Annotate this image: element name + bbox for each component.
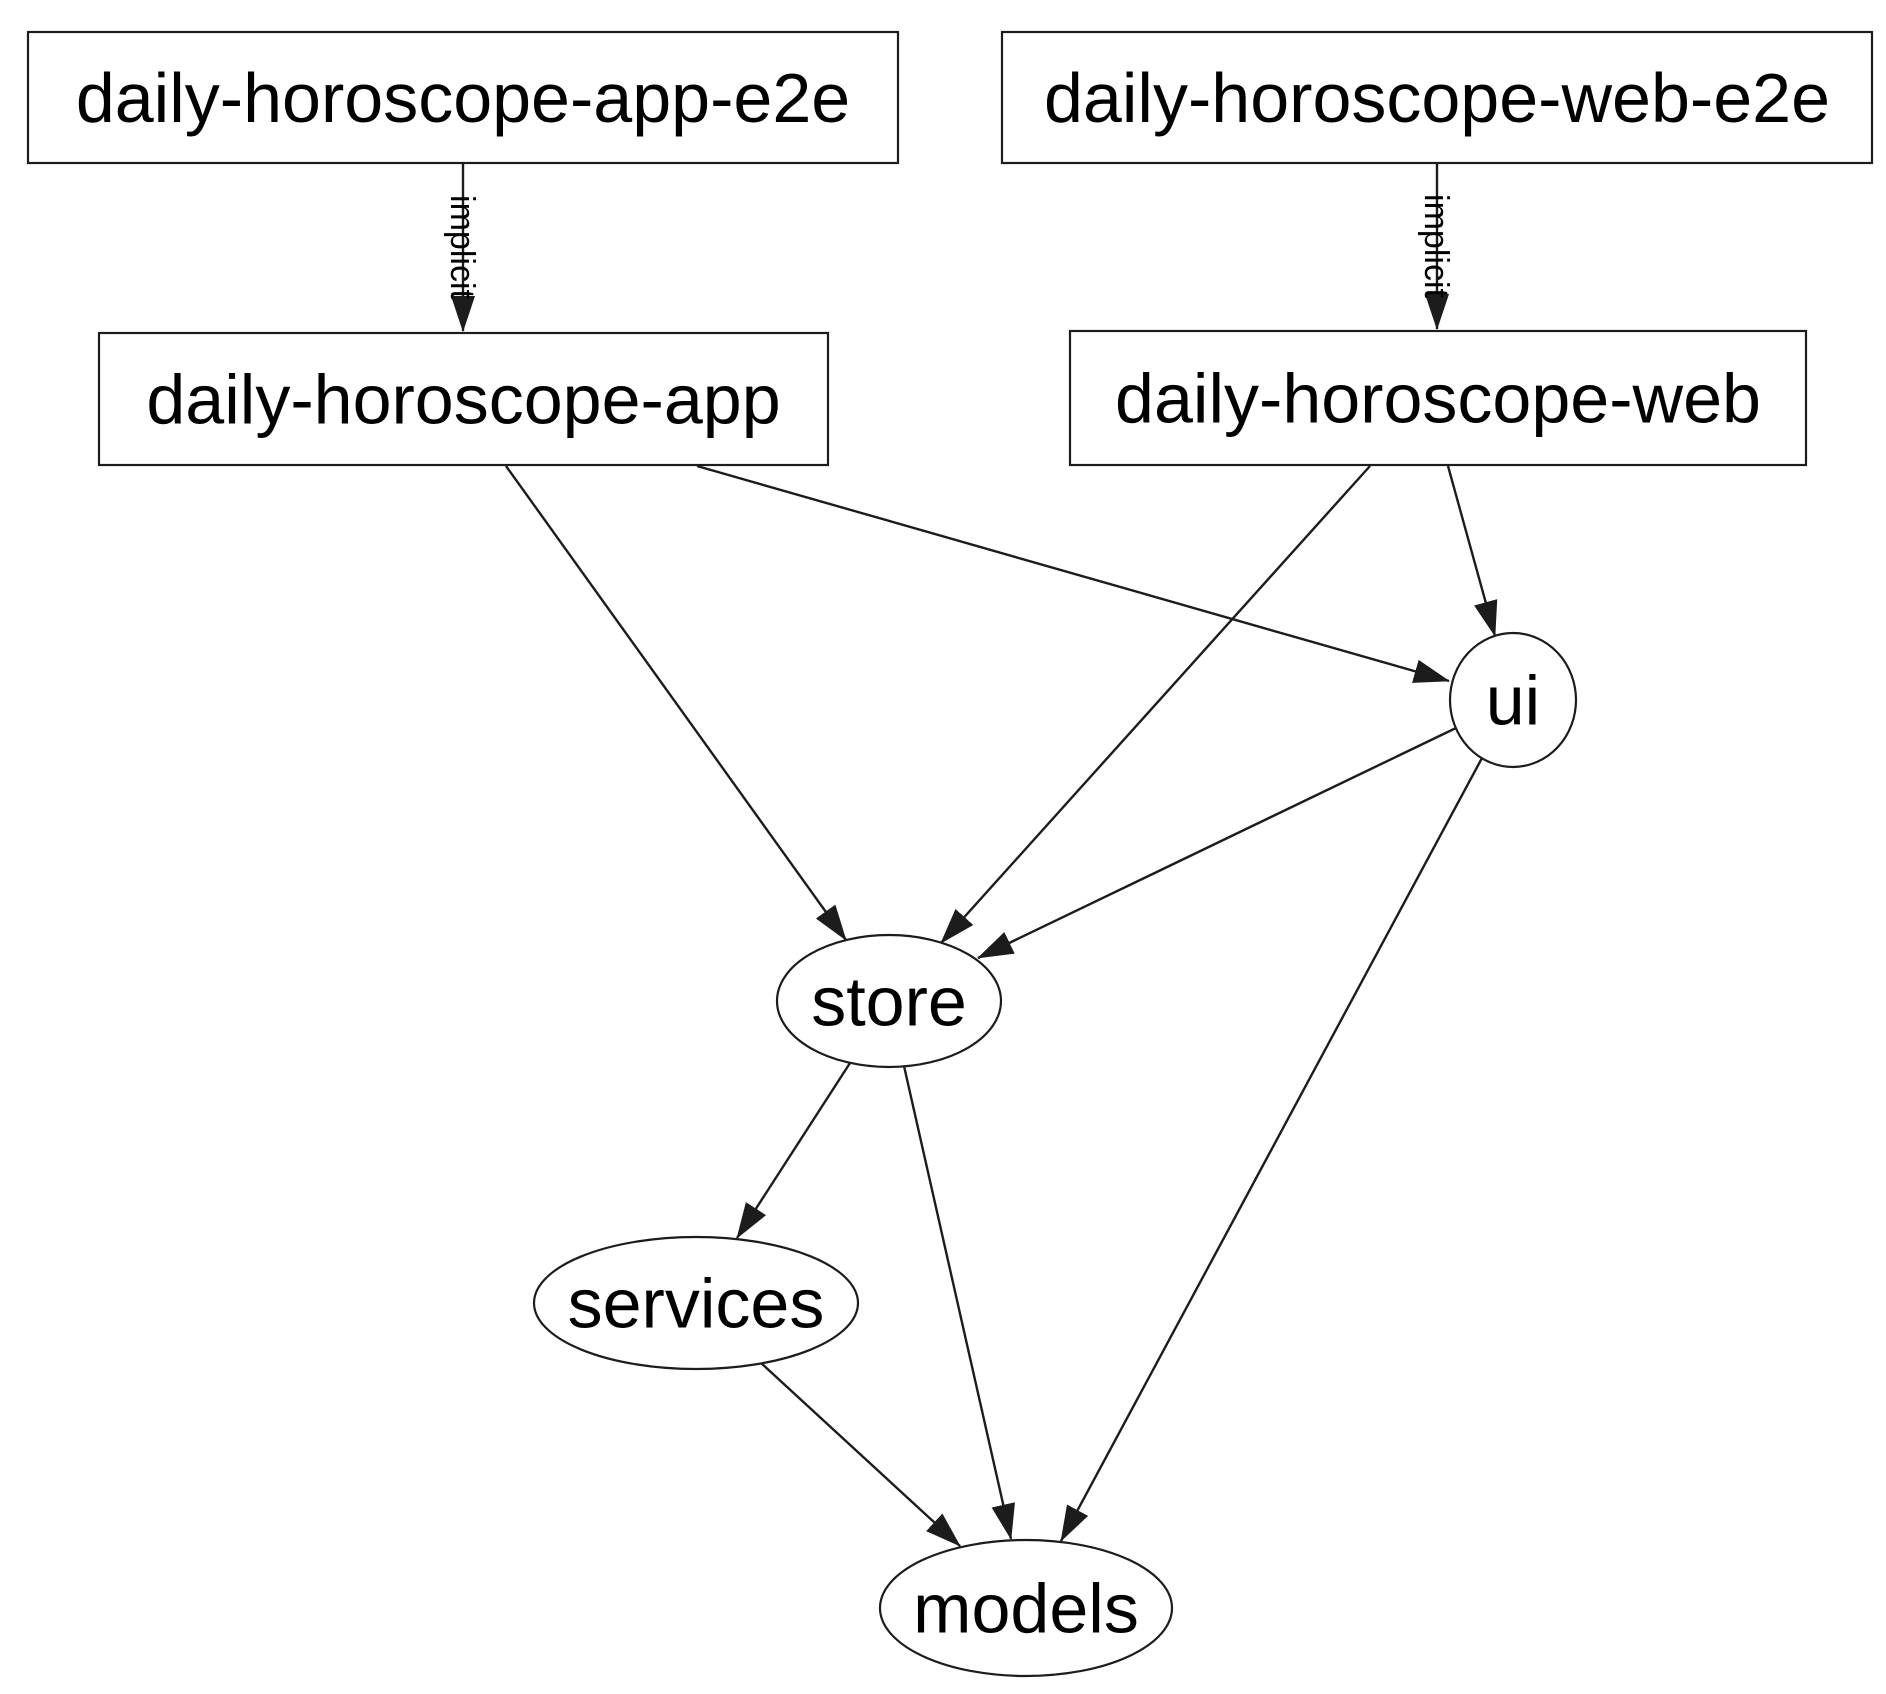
node-label: store: [811, 963, 967, 1041]
node-label: models: [913, 1570, 1139, 1648]
edge-line: [1059, 757, 1484, 1542]
node-ellipse: [1448, 631, 1578, 769]
edge-label: implicit: [443, 195, 481, 299]
node-daily-horoscope-web-e2e[interactable]: daily-horoscope-web-e2e: [1000, 30, 1874, 165]
node-label: services: [568, 1265, 825, 1343]
edge-label: implicit: [1417, 194, 1455, 298]
node-ellipse: [775, 933, 1003, 1069]
edge-services-to-models: [760, 1362, 961, 1547]
node-label: daily-horoscope-web: [1115, 360, 1761, 438]
node-label: daily-horoscope-app-e2e: [76, 59, 850, 137]
node-daily-horoscope-web[interactable]: daily-horoscope-web: [1068, 329, 1808, 467]
node-services[interactable]: services: [532, 1235, 860, 1371]
node-ui[interactable]: ui: [1448, 631, 1578, 769]
edge-line: [1446, 465, 1498, 637]
edge-daily-horoscope-app-e2e-to-daily-horoscope-app: implicit: [443, 163, 481, 332]
edge-line: [977, 726, 1457, 960]
edge-store-to-models: [902, 1065, 1015, 1540]
node-store[interactable]: store: [775, 933, 1003, 1069]
node-label: daily-horoscope-web-e2e: [1044, 59, 1830, 137]
node-ellipse: [878, 1538, 1174, 1678]
edge-line: [735, 1062, 852, 1239]
node-models[interactable]: models: [878, 1538, 1174, 1678]
edge-daily-horoscope-web-to-ui: [1446, 465, 1498, 637]
node-ellipse: [532, 1235, 860, 1371]
node-box: [26, 30, 900, 165]
edge-store-to-services: [735, 1062, 852, 1239]
node-label: daily-horoscope-app: [146, 361, 780, 439]
edge-ui-to-models: [1059, 757, 1484, 1542]
edge-ui-to-store: [977, 726, 1457, 960]
node-box: [1068, 329, 1808, 467]
edge-line: [902, 1065, 1015, 1540]
node-daily-horoscope-app[interactable]: daily-horoscope-app: [97, 331, 830, 467]
node-daily-horoscope-app-e2e[interactable]: daily-horoscope-app-e2e: [26, 30, 900, 165]
edge-line: [760, 1362, 961, 1547]
edge-line: [940, 465, 1371, 944]
node-label: ui: [1486, 662, 1540, 740]
edge-line: [505, 465, 847, 941]
edge-daily-horoscope-web-to-store: [940, 465, 1371, 944]
node-box: [1000, 30, 1874, 165]
edge-daily-horoscope-web-e2e-to-daily-horoscope-web: implicit: [1417, 163, 1455, 330]
node-box: [97, 331, 830, 467]
edge-daily-horoscope-app-to-ui: [696, 464, 1450, 683]
edge-daily-horoscope-app-to-store: [505, 465, 847, 941]
edge-line: [696, 464, 1450, 683]
